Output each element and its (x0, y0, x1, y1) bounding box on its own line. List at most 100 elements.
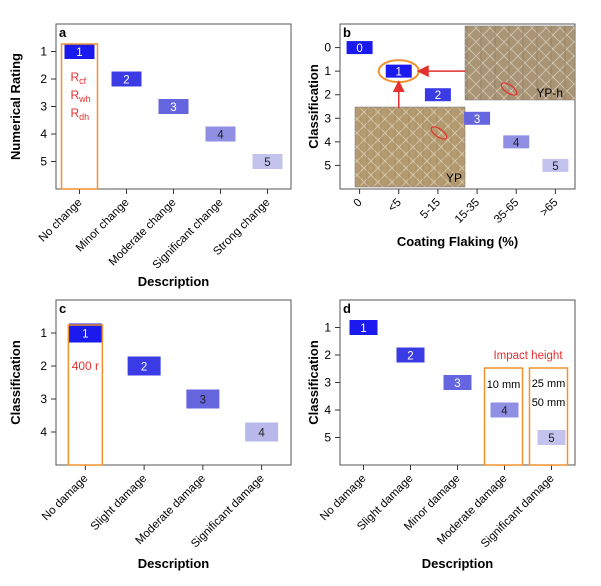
panel-a-highlight-box (60, 43, 99, 190)
panel-c-ytick-label: 4 (40, 425, 47, 439)
panel-b-xtick-label: 35-65 (492, 197, 521, 226)
panel-d-ytick-label: 1 (324, 321, 331, 335)
panel-a-ytick-label: 4 (40, 127, 47, 141)
panel-b-bar-value-label: 0 (356, 43, 362, 55)
panel-b-bar-value-label: 1 (396, 67, 402, 79)
panel-a-xtick-label: No change (37, 197, 85, 245)
panel-a-bar (111, 71, 142, 87)
panel-c-bar-value-label: 4 (258, 428, 265, 440)
panel-d-bar-value-label: 4 (501, 406, 508, 418)
panel-c-xtick-label: Slight damage (89, 473, 149, 533)
panel-a-annotation: Rwh (71, 88, 91, 104)
panel-b-ytick-label: 1 (324, 64, 331, 78)
panel-d-ytick-label: 4 (324, 403, 331, 417)
panel-c-xtick-label: No damage (40, 473, 91, 524)
panel-b-ytick-label: 4 (324, 135, 331, 149)
panel-a-ytick-label: 2 (40, 72, 47, 86)
panel-b-bar-value-label: 3 (474, 114, 480, 126)
panel-b-ylabel: Classification (306, 64, 321, 149)
panel-a-annotation: Rdh (71, 106, 90, 122)
panel-d-bar-value-label: 1 (360, 323, 366, 335)
panel-b-xtick-label: 0 (352, 197, 365, 210)
panel-a-bar (252, 154, 283, 169)
panel-c-bar (186, 389, 220, 409)
panel-a-ytick-label: 3 (40, 100, 47, 114)
panel-d-ytick-label: 3 (324, 376, 331, 390)
panel-b-xlabel: Coating Flaking (%) (397, 234, 518, 249)
panel-a-bar (205, 126, 236, 142)
panel-b-ytick-label: 3 (324, 111, 331, 125)
panel-d-xlabel: Description (422, 556, 494, 571)
panel-a-bar-value-label: 5 (264, 157, 270, 169)
panel-a-annotation-subscript: cf (79, 76, 87, 86)
panel-a-ylabel: Numerical Rating (8, 53, 23, 160)
panel-c-bar (127, 356, 161, 376)
panel-a-ytick-label: 5 (40, 155, 47, 169)
panel-b-frame (339, 23, 576, 190)
panel-c-xlabel: Description (138, 556, 210, 571)
panel-c-bar-value-label: 3 (200, 395, 206, 407)
panel-b-ytick-label: 2 (324, 88, 331, 102)
panel-d-bar-value-label: 2 (407, 351, 413, 363)
panel-c-ytick-label: 3 (40, 392, 47, 406)
panel-b-inset-label: YP (446, 171, 462, 185)
panel-b-bar (424, 88, 451, 102)
panel-d-impact-box (483, 367, 524, 466)
panel-d-label: d (343, 301, 351, 316)
panel-c-frame (55, 299, 292, 466)
panel-a-annotation: Rcf (71, 70, 87, 86)
panel-b-bar (346, 41, 373, 55)
panel-b-xtick-label: >65 (538, 197, 560, 219)
panel-b-bar (503, 135, 530, 149)
panel-d-ytick-label: 2 (324, 348, 331, 362)
panel-d-bar (349, 320, 378, 335)
panel-d-bar-value-label: 5 (548, 433, 554, 445)
panel-a-label: a (59, 25, 67, 40)
panel-c-annotation: 400 r (72, 359, 99, 373)
panel-c-bar-value-label: 1 (82, 329, 88, 341)
panel-c-ytick-label: 2 (40, 359, 47, 373)
panel-b-xtick-label: 15-35 (453, 197, 482, 226)
panel-d-impact-value: 50 mm (532, 397, 566, 409)
panel-a-ytick-label: 1 (40, 45, 47, 59)
panel-d-impact-title: Impact height (493, 350, 563, 362)
panel-d-bar (396, 347, 425, 363)
panel-b-label: b (343, 25, 351, 40)
panel-d-impact-value: 10 mm (487, 379, 521, 391)
panel-a-bar (64, 44, 95, 59)
panel-b-bar (464, 111, 491, 125)
panel-a-annotation-subscript: wh (78, 94, 91, 104)
panel-b-bar-value-label: 5 (552, 161, 558, 173)
panel-d-bar (537, 430, 566, 445)
panel-b-inset-label: YP-h (536, 86, 563, 100)
panel-b-bar-value-label: 2 (435, 90, 441, 102)
panel-c-bar-value-label: 2 (141, 362, 147, 374)
panel-a-bar-value-label: 2 (123, 75, 129, 87)
panel-c-label: c (59, 301, 66, 316)
panel-b-ytick-label: 5 (324, 158, 331, 172)
panel-d-bar-value-label: 3 (454, 378, 460, 390)
panel-a-bar-value-label: 1 (76, 47, 82, 59)
panel-b-bar-value-label: 4 (513, 137, 520, 149)
panel-d-impact-box (528, 367, 569, 466)
panel-b-ytick-label: 0 (324, 41, 331, 55)
panel-a-bar (158, 99, 189, 114)
panel-a-bar-value-label: 3 (170, 102, 176, 114)
panel-d-impact-value: 25 mm (532, 378, 566, 390)
panel-a-bar-value-label: 4 (217, 130, 224, 142)
panel-d-bar (443, 375, 472, 390)
photo-yp-defect-marker (430, 126, 448, 140)
panel-c-ylabel: Classification (8, 340, 23, 425)
panel-a-annotation-subscript: dh (79, 112, 89, 122)
panel-c-bar (68, 323, 102, 343)
photo-yp (354, 106, 466, 188)
panel-d-ylabel: Classification (306, 340, 321, 425)
panel-d-xtick-label: No damage (318, 473, 369, 524)
panel-c-ytick-label: 1 (40, 326, 47, 340)
panel-a-xlabel: Description (138, 274, 210, 289)
panel-c-bar (245, 422, 279, 442)
panel-b-xtick-label: <5 (386, 197, 404, 215)
photo-yp-h-defect-marker (500, 82, 518, 96)
